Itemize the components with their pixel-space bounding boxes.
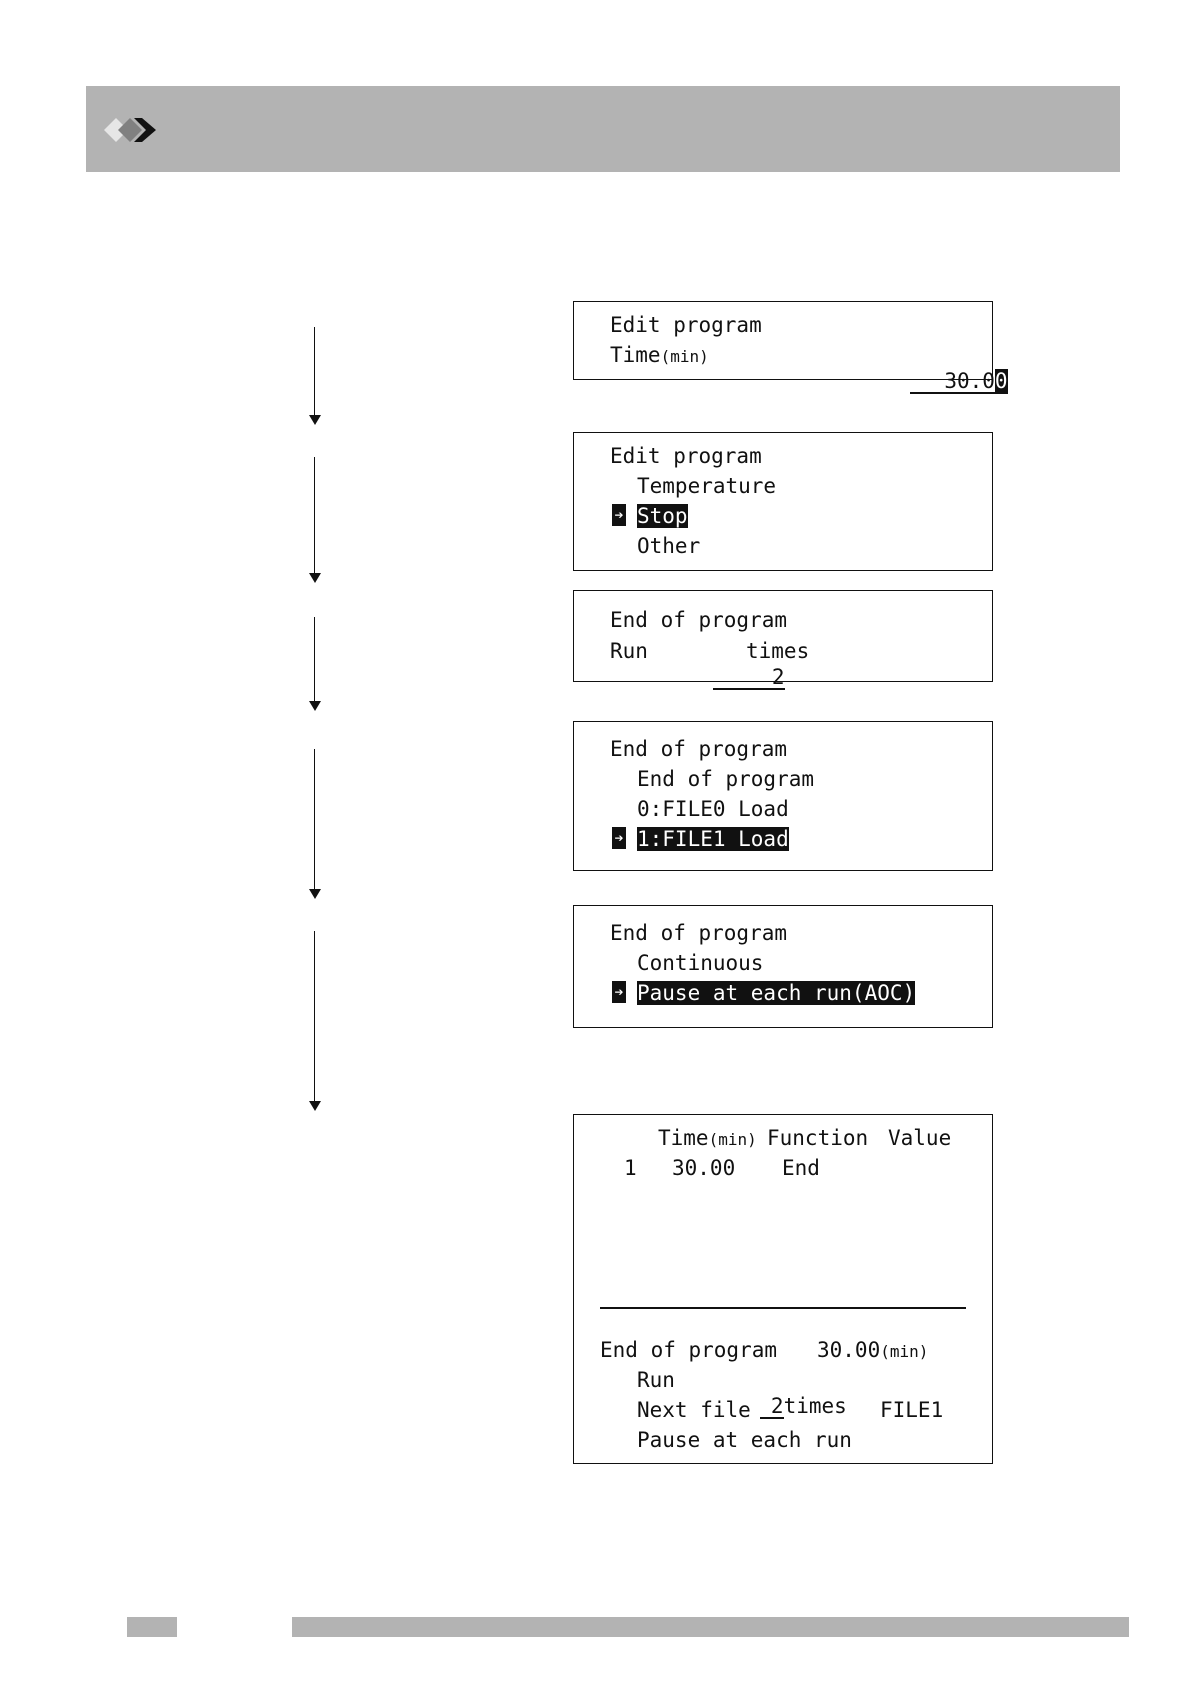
down-arrow-icon — [309, 327, 321, 427]
menu-item-file0[interactable]: 0:FILE0 Load — [637, 797, 789, 821]
col-header-time: Time(min) — [658, 1126, 757, 1150]
time-value-field[interactable]: 30.00 — [859, 342, 1008, 420]
down-arrow-icon — [309, 749, 321, 901]
menu-item-stop[interactable]: Stop — [637, 504, 688, 528]
menu-item-end[interactable]: End of program — [637, 767, 815, 791]
summary-run-label: Run — [637, 1368, 675, 1392]
down-arrow-icon — [309, 931, 321, 1113]
screen-end-file: End of program End of program 0:FILE0 Lo… — [573, 721, 993, 871]
screen-end-mode: End of program Continuous ➔ Pause at eac… — [573, 905, 993, 1028]
footer-bar-left — [127, 1617, 177, 1637]
screen-title: Edit program — [610, 313, 762, 337]
screen-title: End of program — [610, 608, 788, 632]
down-arrow-icon — [309, 617, 321, 713]
menu-item-file1[interactable]: 1:FILE1 Load — [637, 827, 789, 851]
row-function: End — [782, 1156, 820, 1180]
menu-item-pause[interactable]: Pause at each run(AOC) — [637, 981, 916, 1005]
screen-run-times: End of program Run 2 times — [573, 590, 993, 690]
footer-bar-right — [292, 1617, 1129, 1637]
down-arrow-icon — [309, 457, 321, 585]
divider — [600, 1307, 966, 1309]
menu-item-temperature[interactable]: Temperature — [637, 474, 777, 498]
double-chevron-icon — [104, 118, 156, 142]
summary-run-value: 2times — [709, 1367, 847, 1445]
menu-item-continuous[interactable]: Continuous — [637, 951, 764, 975]
pointer-arrow-icon: ➔ — [612, 981, 626, 1003]
run-suffix: times — [746, 639, 810, 663]
summary-next-value: FILE1 — [880, 1398, 944, 1422]
summary-next-label: Next file — [637, 1398, 751, 1422]
screen-edit-menu: Edit program Temperature ➔ Stop Other — [573, 432, 993, 571]
pointer-arrow-icon: ➔ — [612, 827, 626, 849]
row-time: 30.00 — [672, 1156, 736, 1180]
screen-title: End of program — [610, 737, 788, 761]
summary-time: 30.00(min) — [817, 1338, 929, 1362]
screen-title: End of program — [610, 921, 788, 945]
header-bar — [86, 86, 1120, 172]
col-header-value: Value — [888, 1126, 952, 1150]
screen-title: Edit program — [610, 444, 762, 468]
col-header-function: Function — [767, 1126, 869, 1150]
menu-item-other[interactable]: Other — [637, 534, 701, 558]
summary-pause: Pause at each run — [637, 1428, 852, 1452]
screen-program-table: Time(min) Function Value 1 30.00 End End… — [573, 1114, 993, 1464]
screen-edit-time: Edit program Time(min) 30.00 — [573, 301, 1008, 394]
time-label: Time(min) — [610, 343, 709, 367]
summary-title: End of program — [600, 1338, 778, 1362]
pointer-arrow-icon: ➔ — [612, 504, 626, 526]
row-number: 1 — [624, 1156, 637, 1180]
run-value-field[interactable]: 2 — [662, 638, 785, 716]
run-label: Run — [610, 639, 648, 663]
